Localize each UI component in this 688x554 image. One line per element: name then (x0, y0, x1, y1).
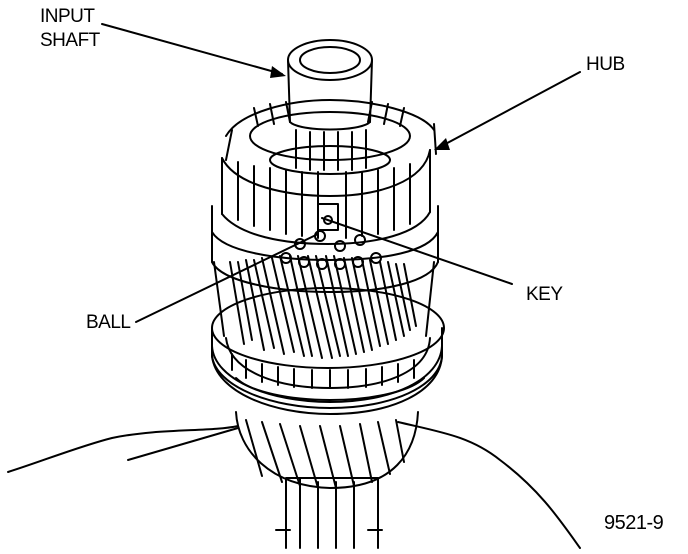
label-input-shaft-line1: INPUT (40, 6, 95, 27)
leader-ball (135, 233, 319, 323)
arrow-hub (434, 138, 450, 150)
housing-outline-right (397, 421, 581, 549)
hub (221, 99, 437, 245)
label-input-shaft-line2: SHAFT (40, 30, 100, 51)
input-shaft (287, 39, 373, 131)
housing-outline (7, 425, 239, 473)
figure-number: 9521-9 (604, 512, 664, 534)
input-spline-teeth (249, 101, 411, 175)
lower-tooth-band (225, 337, 431, 389)
leader-hub (437, 71, 581, 149)
leader-input-shaft (101, 23, 283, 75)
output-shaft (275, 477, 383, 549)
label-ball: BALL (86, 312, 131, 333)
leader-key (321, 217, 513, 285)
lower-helical-gear (235, 411, 419, 489)
arrow-input-shaft (270, 66, 286, 78)
collar-rings (211, 287, 445, 415)
main-helical-gear (213, 255, 435, 359)
label-hub: HUB (586, 54, 625, 75)
label-key: KEY (526, 284, 563, 305)
leader-shaft-bottom (127, 427, 239, 461)
key (317, 203, 339, 231)
